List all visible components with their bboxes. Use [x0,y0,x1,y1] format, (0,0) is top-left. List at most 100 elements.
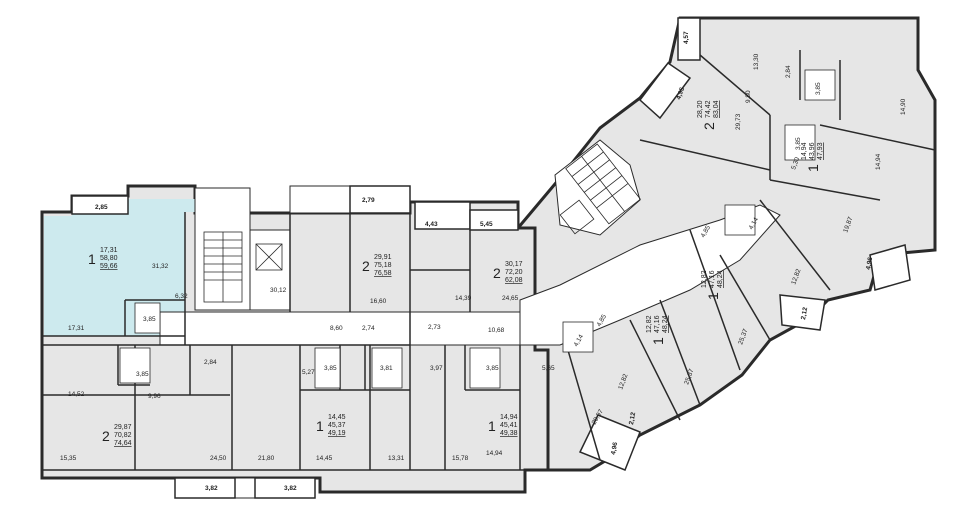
room-area-label: 5,27 [302,369,315,376]
living-area: 29,87 [114,424,132,431]
total-area-with-balcony: 83,04 [713,100,720,118]
room-count: 1 [88,251,96,267]
total-area: 45,37 [328,422,346,429]
room-count: 1 [316,418,324,434]
total-area: 75,18 [374,262,392,269]
total-area-with-balcony: 62,08 [505,277,523,284]
room-area-labels: 2,85 31,32 6,32 17,31 3,85 14,52 3,85 9,96 2,84 1… [60,31,907,492]
room-area-label: 2,84 [204,359,217,366]
room-area-label: 15,35 [60,455,77,462]
living-area: 29,91 [374,254,392,261]
room-area-label: 3,85 [795,137,802,150]
room-area-label: 3,85 [136,371,149,378]
elevator-east [559,199,595,235]
total-area-with-balcony: 48,24 [717,270,724,288]
room-area-label: 14,52 [68,391,85,398]
living-area: 17,31 [100,247,118,254]
total-area: 45,41 [500,422,518,429]
staircase-east [565,143,641,225]
room-count: 2 [493,265,501,281]
room-count: 1 [488,418,496,434]
total-area-with-balcony: 76,58 [374,270,392,277]
room-area-label: 5,65 [542,365,555,372]
total-area: 72,20 [505,269,523,276]
living-area: 12,82 [646,315,653,333]
room-count: 1 [650,337,666,345]
total-area-with-balcony: 59,66 [100,263,118,270]
total-area: 70,82 [114,432,132,439]
total-area: 47,16 [709,270,716,288]
room-area-label: 21,80 [258,455,275,462]
room-area-label: 14,94 [875,153,882,170]
room-area-label: 2,85 [95,204,108,211]
room-count: 2 [102,428,110,444]
living-area: 14,45 [328,414,346,421]
room-area-label: 3,85 [486,365,499,372]
room-area-label: 4,43 [425,221,438,228]
room-area-label: 16,60 [370,298,387,305]
room-area-label: 9,80 [745,90,752,103]
room-area-label: 3,85 [815,82,822,95]
highlighted-apartment[interactable] [44,199,196,336]
room-area-label: 3,85 [324,365,337,372]
room-area-label: 31,32 [152,263,169,270]
room-area-label: 15,78 [452,455,469,462]
room-area-label: 3,97 [430,365,443,372]
room-area-label: 17,31 [68,325,85,332]
room-area-label: 10,68 [488,327,505,334]
total-area-with-balcony: 49,19 [328,430,346,437]
room-area-label: 2,12 [800,306,809,320]
living-area: 14,94 [500,414,518,421]
elevator-west [255,243,283,271]
room-area-label: 9,96 [148,393,161,400]
living-area: 28,20 [697,100,704,118]
room-area-label: 29,73 [735,113,742,130]
apartment-labels: 117,3158,8059,66229,8770,8274,64229,9175… [88,100,824,447]
room-area-label: 13,30 [753,53,760,70]
room-area-label: 3,82 [284,485,297,492]
room-count: 2 [362,258,370,274]
room-count: 2 [701,122,717,130]
room-area-label: 8,60 [330,325,343,332]
room-count: 1 [805,164,821,172]
room-area-label: 3,85 [143,316,156,323]
room-area-label: 14,90 [900,98,907,115]
room-area-label: 30,12 [270,287,287,294]
balconies [71,17,911,499]
room-area-label: 14,45 [316,455,333,462]
room-area-label: 5,45 [480,221,493,228]
room-area-label: 4,96 [610,441,619,455]
room-area-label: 24,65 [502,295,519,302]
room-area-label: 2,12 [628,411,637,425]
living-area: 30,17 [505,261,523,268]
total-area-with-balcony: 48,24 [662,315,669,333]
total-area-with-balcony: 74,64 [114,440,132,447]
room-area-label: 13,31 [388,455,405,462]
room-area-label: 4,95 [675,86,686,101]
total-area-with-balcony: 49,38 [500,430,518,437]
room-area-label: 3,81 [380,365,393,372]
interior-walls-east [564,50,936,461]
room-area-label: 2,74 [362,325,375,332]
total-area: 43,96 [809,142,816,160]
room-area-label: 3,82 [205,485,218,492]
room-area-label: 14,94 [486,450,503,457]
room-area-label: 2,73 [428,324,441,331]
bathrooms [119,69,836,389]
staircase-west [203,231,243,303]
total-area-with-balcony: 47,93 [817,142,824,160]
room-area-label: 6,32 [175,293,188,300]
room-area-label: 2,84 [785,65,792,78]
room-area-label: 24,50 [210,455,227,462]
total-area: 47,16 [654,315,661,333]
